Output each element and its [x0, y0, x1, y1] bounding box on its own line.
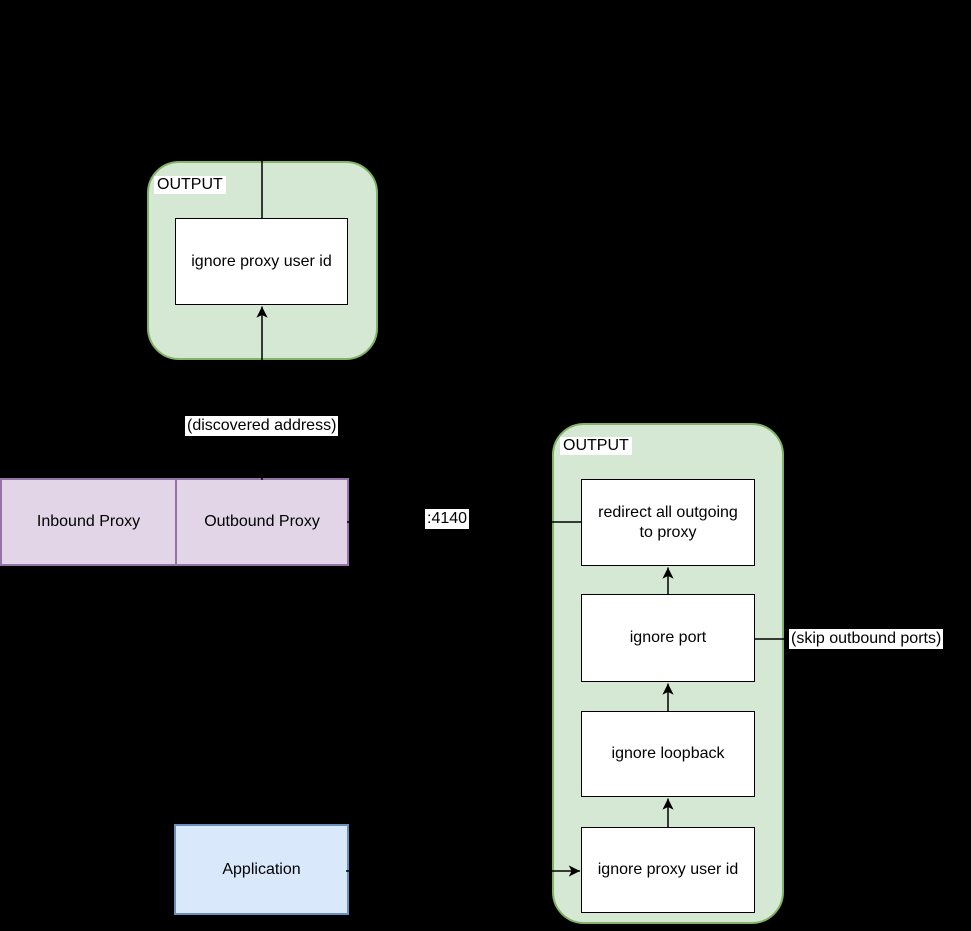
output-chain-right-title: OUTPUT — [560, 437, 632, 455]
node-ignore-proxy-user-id-top: ignore proxy user id — [175, 218, 348, 305]
application-box: Application — [174, 824, 349, 915]
discovered-address-label: (discovered address) — [185, 416, 339, 436]
node-ignore-port: ignore port — [581, 594, 755, 682]
node-label: redirect all outgoing to proxy — [598, 503, 738, 541]
output-chain-top-title: OUTPUT — [154, 176, 226, 194]
outbound-proxy-box: Outbound Proxy — [175, 480, 347, 564]
outbound-proxy-label: Outbound Proxy — [204, 513, 320, 530]
node-label: ignore port — [629, 629, 707, 646]
port-4140-label: :4140 — [425, 509, 470, 529]
inbound-proxy-label: Inbound Proxy — [36, 513, 141, 530]
node-label: ignore proxy user id — [597, 861, 739, 878]
application-label: Application — [222, 860, 301, 878]
node-ignore-proxy-user-id-right: ignore proxy user id — [581, 827, 755, 913]
inbound-proxy-box: Inbound Proxy — [2, 480, 175, 564]
node-redirect-all-outgoing-to-proxy: redirect all outgoing to proxy — [581, 479, 755, 566]
node-label: ignore loopback — [611, 745, 725, 762]
node-ignore-loopback: ignore loopback — [581, 711, 755, 797]
node-label: ignore proxy user id — [191, 252, 332, 270]
proxy-row: Inbound Proxy Outbound Proxy — [0, 478, 349, 566]
skip-outbound-ports-label: (skip outbound ports) — [789, 629, 944, 649]
